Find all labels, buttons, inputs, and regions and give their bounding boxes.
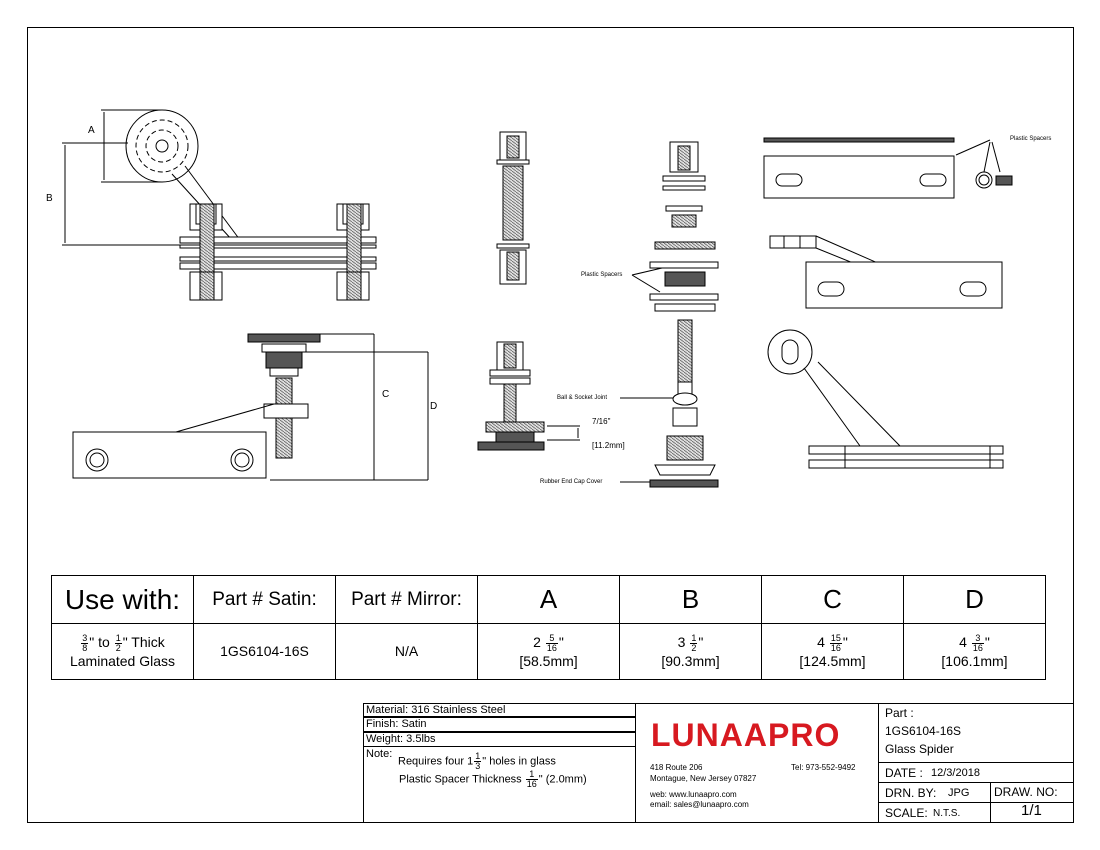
- drawno-value: 1/1: [1021, 802, 1042, 819]
- header-d: D: [903, 575, 1046, 624]
- weight: Weight: 3.5lbs: [366, 733, 436, 745]
- drawno-label: DRAW. NO:: [994, 785, 1058, 799]
- elevation-view: [767, 329, 1004, 469]
- date-value: 12/3/2018: [931, 767, 980, 779]
- callout-rubber-cap: Rubber End Cap Cover: [540, 479, 603, 485]
- date-label: DATE :: [885, 766, 923, 780]
- dim-11mm: [11.2mm]: [592, 441, 625, 450]
- callout-ball-socket: Ball & Socket Joint: [557, 395, 608, 401]
- dim-label-d: D: [430, 401, 438, 412]
- cell-part-mirror: N/A: [335, 623, 478, 680]
- header-part-mirror: Part # Mirror:: [335, 575, 478, 624]
- scale-value: N.T.S.: [933, 808, 961, 819]
- side-view-c-d: [72, 333, 429, 481]
- cell-part-satin: 1GS6104-16S: [193, 623, 336, 680]
- telephone: Tel: 973-552-9492: [791, 763, 856, 772]
- part-number: 1GS6104-16S: [885, 724, 962, 738]
- title-block: Material: 316 Stainless Steel Finish: Sa…: [363, 703, 1074, 823]
- header-c: C: [761, 575, 904, 624]
- note-label: Note:: [366, 748, 393, 760]
- callout-plastic-spacers-top: Plastic Spacers: [1010, 136, 1052, 142]
- side-plate-view: [769, 235, 1003, 309]
- scale-label: SCALE:: [885, 806, 928, 820]
- header-a: A: [477, 575, 620, 624]
- material: Material: 316 Stainless Steel: [366, 704, 506, 716]
- threaded-rod-view: [496, 131, 530, 285]
- header-part-satin: Part # Satin:: [193, 575, 336, 624]
- website: web: www.lunaapro.com: [650, 790, 737, 799]
- dim-label-c: C: [382, 389, 390, 400]
- dim-7-16: 7/16": [592, 417, 611, 426]
- specification-table: Use with: Part # Satin: Part # Mirror: A…: [51, 575, 1046, 680]
- header-b: B: [619, 575, 762, 624]
- dim-label-b: B: [46, 193, 53, 204]
- email: email: sales@lunaapro.com: [650, 800, 749, 809]
- plate-view: [763, 137, 1013, 199]
- company-logo: LUNAAPRO: [651, 717, 841, 753]
- header-use-with: Use with:: [51, 575, 194, 624]
- exploded-assembly-view: [649, 141, 719, 488]
- drn-label: DRN. BY:: [885, 786, 937, 800]
- assembled-fitting-view: [477, 341, 545, 451]
- address-2: Montague, New Jersey 07827: [650, 774, 757, 783]
- dim-label-a: A: [88, 125, 95, 136]
- top-view-spider: [62, 109, 377, 301]
- callout-plastic-spacers-mid: Plastic Spacers: [581, 272, 623, 278]
- drn-value: JPG: [948, 787, 970, 799]
- part-name: Glass Spider: [885, 742, 954, 756]
- part-label: Part :: [885, 706, 914, 720]
- address-1: 418 Route 206: [650, 763, 703, 772]
- finish: Finish: Satin: [366, 718, 427, 730]
